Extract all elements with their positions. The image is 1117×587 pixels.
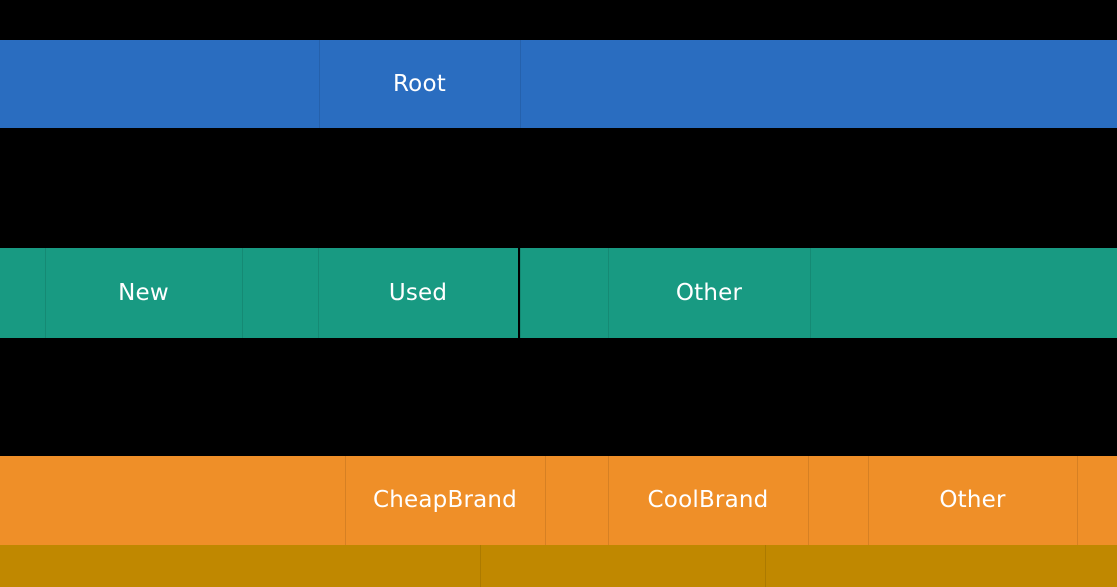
icicle-segment-brand-0[interactable] — [0, 456, 345, 545]
icicle-segment-root-0[interactable] — [0, 40, 319, 128]
icicle-segment-brand-4[interactable] — [808, 456, 868, 545]
icicle-segment-cheapbrand[interactable]: CheapBrand — [345, 456, 545, 545]
icicle-segment-used[interactable]: Used — [318, 248, 518, 338]
icicle-segment-condition-0[interactable] — [0, 248, 45, 338]
icicle-level-condition: New Used Other — [0, 248, 1117, 338]
icicle-level-root: Root — [0, 40, 1117, 128]
icicle-segment-label: New — [118, 279, 169, 306]
icicle-segment-leaf-0[interactable] — [0, 545, 480, 587]
icicle-segment-label: Other — [675, 279, 743, 306]
icicle-segment-root-2[interactable] — [520, 40, 1117, 128]
icicle-segment-label: CoolBrand — [647, 487, 769, 513]
icicle-segment-brand-6[interactable] — [1077, 456, 1117, 545]
icicle-segment-condition-2[interactable] — [242, 248, 318, 338]
icicle-level-brand: CheapBrand CoolBrand Other — [0, 456, 1117, 545]
icicle-segment-leaf-1[interactable] — [480, 545, 765, 587]
icicle-segment-other[interactable]: Other — [608, 248, 810, 338]
icicle-segment-root[interactable]: Root — [319, 40, 520, 128]
icicle-segment-other[interactable]: Other — [868, 456, 1077, 545]
icicle-segment-brand-2[interactable] — [545, 456, 608, 545]
icicle-segment-condition-4[interactable] — [520, 248, 608, 338]
icicle-segment-label: Other — [939, 487, 1006, 513]
icicle-level-leaf — [0, 545, 1117, 587]
icicle-segment-leaf-2[interactable] — [765, 545, 1117, 587]
icicle-segment-new[interactable]: New — [45, 248, 242, 338]
icicle-segment-label: Root — [393, 70, 446, 97]
icicle-segment-label: Used — [388, 279, 448, 306]
icicle-segment-condition-6[interactable] — [810, 248, 1117, 338]
icicle-segment-coolbrand[interactable]: CoolBrand — [608, 456, 808, 545]
icicle-segment-label: CheapBrand — [373, 487, 517, 513]
